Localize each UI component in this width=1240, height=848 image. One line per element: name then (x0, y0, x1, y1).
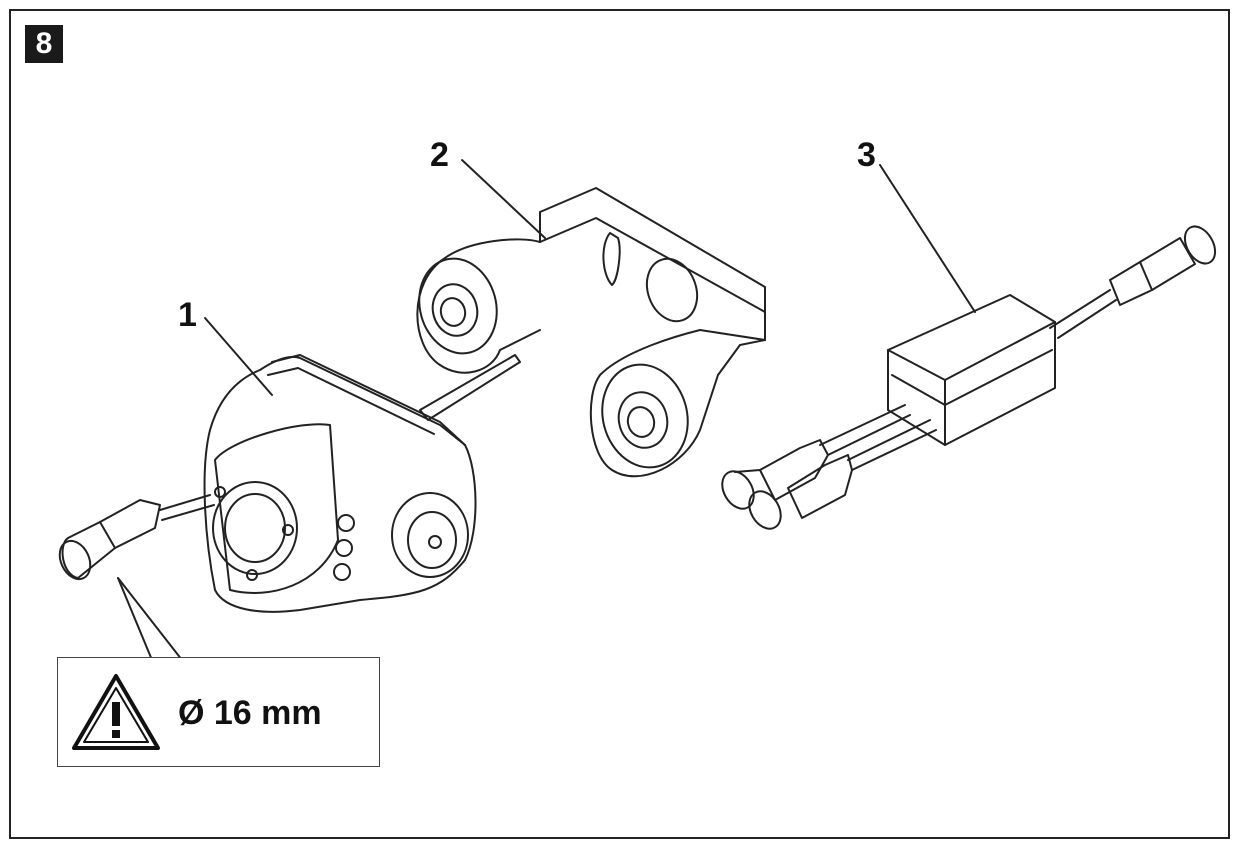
leader-line-1 (204, 317, 273, 396)
callout-bracket: 2 (430, 136, 449, 174)
callout-camera: 1 (178, 296, 197, 334)
camera-plug (58, 499, 161, 581)
splitter-cable (721, 225, 1217, 530)
figure-frame (9, 9, 1230, 839)
warning-triangle-icon (72, 674, 160, 750)
mounting-bolt (419, 354, 521, 421)
leader-line-warning (117, 577, 153, 661)
warning-box: Ø 16 mm (57, 657, 380, 767)
figure-number-badge: 8 (25, 25, 63, 63)
leader-line-3 (879, 164, 976, 313)
callout-splitter: 3 (857, 136, 876, 174)
cable-diameter-label: Ø 16 mm (178, 694, 322, 732)
camera-unit (159, 354, 477, 613)
leader-line-2 (461, 159, 546, 239)
mounting-bracket (416, 187, 766, 478)
leader-line-warning-b (117, 577, 183, 661)
